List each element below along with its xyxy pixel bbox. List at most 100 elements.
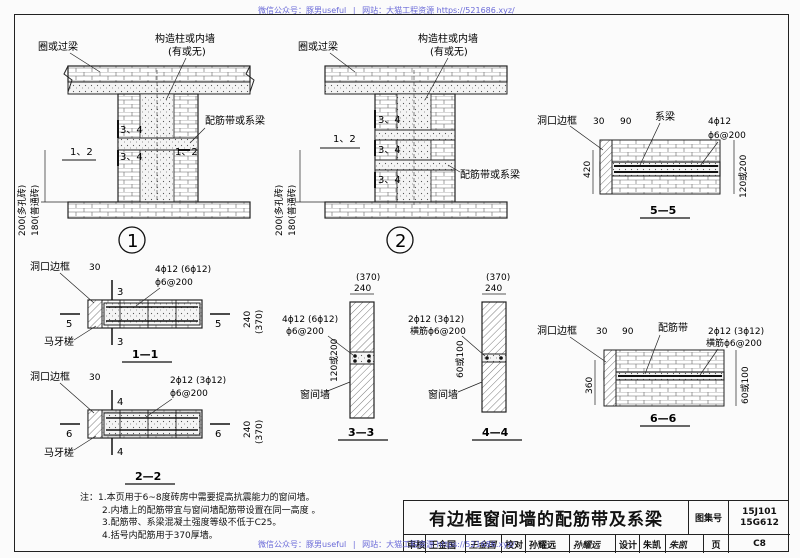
section-2-2: 洞口边框 30 2ϕ12 (3ϕ12) ϕ6@200 4 4 6 6 240 (…: [30, 370, 265, 485]
sec55-tie-beam-shape: [599, 161, 721, 177]
section-3-3: (370) 240 4ϕ12 (6ϕ12) ϕ6@200 120或200 窗间墙…: [282, 273, 388, 441]
sec11-title: 1—1: [132, 348, 158, 361]
fig2-section-b: 1、2: [333, 134, 356, 145]
figure-1: 圈或过梁 构造柱或内墙 (有或无) 配筋带或系梁 3、4 3、4 1、2 1、2…: [16, 32, 265, 254]
sec11-cut-top: 3: [117, 287, 123, 298]
fig1-number: 1: [127, 231, 138, 252]
sec66-dim-30: 30: [596, 327, 608, 337]
fig1-beam-concrete: [67, 81, 251, 95]
sec11-dim-30: 30: [89, 263, 101, 273]
watermark-bottom: 微信公众号：豚男useful | 网站：大猫工程资源 https://52168…: [258, 539, 519, 550]
note-3: 3.配筋带、系梁混凝土强度等级不低于C25。: [102, 518, 282, 528]
sec22-title: 2—2: [135, 470, 161, 483]
sec55-frame-label: 洞口边框: [537, 114, 577, 127]
sec22-dim-240: 240: [243, 421, 253, 438]
watermark-sep: |: [352, 6, 356, 15]
sec66-rebar-main: 2ϕ12 (3ϕ12): [708, 327, 764, 337]
fig2-rebar-band-label: 配筋带或系梁: [460, 168, 520, 181]
watermark-wechat: 微信公众号：豚男useful: [258, 6, 347, 15]
sec33-rebar-main: 4ϕ12 (6ϕ12): [282, 315, 338, 325]
sec11-rebar-stirrup: ϕ6@200: [155, 278, 193, 288]
note-4: 4.括号内配筋用于370厚墙。: [102, 530, 218, 541]
fig2-ring-beam-shape: [324, 65, 508, 83]
check-label: 校对: [502, 535, 526, 553]
reviewer-name: 王金国: [426, 535, 466, 553]
sec66-rebar-band-label: 配筋带: [658, 321, 688, 334]
sec33-rebar-stirrup: ϕ6@200: [286, 327, 324, 337]
watermark-bottom-wechat: 微信公众号：豚男useful: [258, 540, 347, 549]
sec22-cut-right: 6: [215, 429, 221, 440]
fig1-section-b: 1、2: [70, 147, 93, 158]
sec22-rebar-stirrup: ϕ6@200: [170, 389, 208, 399]
fig1-column-label: 构造柱或内墙: [155, 32, 215, 45]
fig2-ring-beam-label: 圈或过梁: [298, 40, 338, 53]
note-2: 2.内墙上的配筋带宜与窗间墙配筋带设置在同一高度 。: [102, 505, 321, 516]
drawing-frame: [14, 14, 789, 552]
watermark-top: 微信公众号：豚男useful | 网站：大猫工程资源 https://52168…: [258, 5, 519, 16]
sec44-wall-label: 窗间墙: [428, 388, 458, 401]
review-label: 审核: [404, 535, 426, 553]
sec55-tie-beam-label: 系梁: [655, 110, 675, 123]
sec55-dim-30: 30: [593, 117, 605, 127]
designer-name: 朱凯: [640, 535, 666, 553]
sec44-dim-370: (370): [486, 273, 510, 283]
sec44-dim-240: 240: [485, 284, 502, 294]
fig2-beam-concrete: [324, 81, 508, 95]
section-4-4: (370) 240 2ϕ12 (3ϕ12) 横筋ϕ6@200 60或100 窗间…: [408, 273, 522, 441]
sec66-dim-360: 360: [585, 377, 595, 394]
fig1-column-sub: (有或无): [168, 45, 206, 58]
title-block: 有边框窗间墙的配筋带及系梁 图集号 15J101 15G612 审核 王金国 王…: [403, 500, 790, 553]
sec44-height: 60或100: [454, 340, 466, 378]
section-6-6: 洞口边框 配筋带 30 90 2ϕ12 (3ϕ12) 横筋ϕ6@200 360 …: [537, 321, 764, 427]
sec11-cut-bottom: 3: [117, 337, 123, 348]
sec44-rebar-main: 2ϕ12 (3ϕ12): [408, 315, 464, 325]
fig1-section-a: 3、4: [120, 125, 143, 136]
fig1-section-b2: 1、2: [175, 147, 198, 158]
sec33-title: 3—3: [348, 426, 374, 439]
page-number: C8: [753, 539, 766, 549]
sec66-rebar-stirrup: 横筋ϕ6@200: [706, 337, 762, 349]
fig2-sill-wall: [324, 201, 508, 219]
checker-name: 孙耀远: [526, 535, 570, 553]
fig1-dim-common: 180(普通砖): [29, 185, 41, 236]
sec55-rebar-stirrup: ϕ6@200: [708, 131, 746, 141]
sec11-rebar-main: 4ϕ12 (6ϕ12): [155, 265, 211, 275]
fig1-ring-beam-shape: [67, 65, 251, 83]
fig1-dim-porous: 200(多孔砖): [16, 185, 28, 236]
fig2-dim-common: 180(普通砖): [286, 185, 298, 236]
fig1-sill-wall: [67, 201, 251, 219]
atlas-number-1: 15J101: [742, 506, 777, 517]
sec33-wall-label: 窗间墙: [300, 388, 330, 401]
sec22-toothing-label: 马牙槎: [44, 446, 74, 459]
atlas-number: 15J101 15G612: [729, 501, 790, 535]
drawing-title: 有边框窗间墙的配筋带及系梁: [404, 501, 689, 535]
sec44-title: 4—4: [482, 426, 509, 439]
sec55-rebar-main: 4ϕ12: [708, 117, 731, 127]
sec55-dim-120: 120或200: [737, 154, 749, 198]
sec22-dim-370: (370): [255, 420, 265, 444]
design-label: 设计: [616, 535, 640, 553]
fig1-rebar-band-label: 配筋带或系梁: [205, 114, 265, 127]
sec11-cut-right: 5: [215, 319, 221, 330]
sec66-dim-90: 90: [622, 327, 634, 337]
note-1: 注：1.本页用于6~8度砖房中需要提高抗震能力的窗间墙。: [80, 493, 315, 503]
fig2-dim-porous: 200(多孔砖): [273, 185, 285, 236]
fig1-circle: [118, 226, 146, 254]
checker-signature: 孙耀远: [570, 535, 616, 553]
fig1-band: [117, 137, 199, 151]
sec11-toothing-label: 马牙槎: [44, 335, 74, 348]
fig1-section-a2: 3、4: [120, 152, 143, 163]
sec22-cut-top: 4: [117, 397, 123, 408]
sec11-dim-370: (370): [255, 310, 265, 334]
sec55-dim-90: 90: [620, 117, 632, 127]
atlas-label: 图集号: [689, 501, 729, 535]
section-5-5: 洞口边框 系梁 30 90 4ϕ12 ϕ6@200 420 120或200 5—…: [537, 110, 749, 219]
sec55-title: 5—5: [650, 204, 676, 217]
fig2-number: 2: [395, 231, 406, 252]
watermark-bottom-site: 网站：大猫工程资源 https://521686.xyz/: [362, 540, 515, 549]
sec22-dim-30: 30: [89, 373, 101, 383]
fig2-section-a3: 3、4: [378, 175, 401, 186]
sec66-title: 6—6: [650, 412, 677, 425]
